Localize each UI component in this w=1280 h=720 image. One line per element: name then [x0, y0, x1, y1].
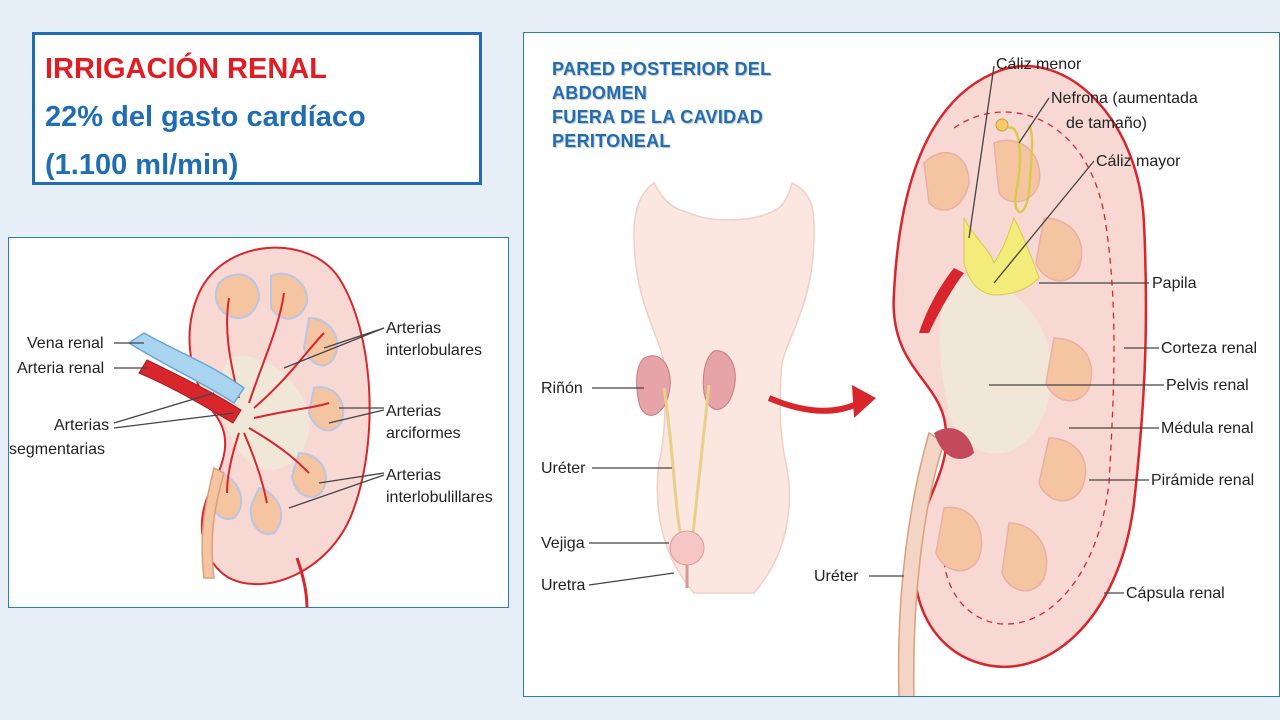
label-uretra: Uretra	[541, 577, 586, 594]
label-vena-renal: Vena renal	[27, 335, 104, 352]
label-papila: Papila	[1152, 275, 1197, 292]
renal-vasculature-diagram: Vena renal Arteria renal Arterias segmen…	[9, 246, 493, 607]
zoom-arrow	[767, 395, 861, 414]
label-capsula-renal: Cápsula renal	[1126, 585, 1225, 602]
renal-vein-section	[934, 428, 974, 459]
label-caliz-mayor: Cáliz mayor	[1096, 153, 1181, 170]
zoom-arrowhead	[852, 385, 876, 418]
label-ureter-kidney: Uréter	[814, 568, 859, 585]
label-pelvis-renal: Pelvis renal	[1166, 377, 1249, 394]
bladder	[669, 530, 705, 566]
label-interlobulares-2: interlobulares	[386, 342, 482, 359]
body-leader-lines	[588, 387, 675, 586]
label-nefrona-1: Nefrona (aumentada	[1051, 90, 1198, 107]
renal-cortex-boundary	[942, 111, 1115, 625]
label-arteria-renal: Arteria renal	[17, 360, 104, 377]
renal-artery	[138, 359, 242, 424]
small-kidney-right	[702, 350, 736, 410]
kidney-leader-lines	[869, 65, 1164, 594]
label-interlobulillares-2: interlobulillares	[386, 489, 493, 506]
renal-vein	[127, 332, 246, 405]
label-arciformes-2: arciformes	[386, 425, 461, 442]
kidney-anatomy-diagram: Riñón Uréter Vejiga Uretra	[541, 56, 1257, 696]
nephron-glomerulus	[995, 118, 1009, 132]
renal-pelvis	[939, 276, 1052, 454]
leader-lines	[113, 327, 385, 509]
small-ureters	[662, 384, 711, 544]
label-piramide-renal: Pirámide renal	[1151, 472, 1254, 489]
label-corteza-renal: Corteza renal	[1161, 340, 1257, 357]
title-box: IRRIGACIÓN RENAL 22% del gasto cardíaco …	[32, 32, 482, 185]
renal-sinus	[220, 356, 310, 470]
label-caliz-menor: Cáliz menor	[996, 56, 1082, 73]
label-interlobulillares-1: Arterias	[386, 467, 441, 484]
label-interlobulares-1: Arterias	[386, 320, 441, 337]
title-line-2: 22% del gasto cardíaco	[45, 101, 366, 133]
label-arterias-segmentarias-2: segmentarias	[9, 441, 105, 458]
kidney-anatomy-panel: PARED POSTERIOR DEL ABDOMEN FUERA DE LA …	[523, 32, 1280, 697]
nephron-tubule	[1007, 124, 1034, 214]
small-kidney-left	[636, 355, 671, 416]
label-ureter-body: Uréter	[541, 460, 586, 477]
caption-line-2: ABDOMEN	[552, 83, 648, 103]
calyces	[963, 216, 1040, 296]
location-caption: PARED POSTERIOR DEL ABDOMEN FUERA DE LA …	[552, 57, 771, 153]
ureter-artery	[295, 557, 309, 607]
label-medula-renal: Médula renal	[1161, 420, 1254, 437]
label-arciformes-1: Arterias	[386, 403, 441, 420]
caption-line-1: PARED POSTERIOR DEL	[552, 59, 772, 79]
title-line-3: (1.100 ml/min)	[45, 149, 239, 181]
label-vejiga: Vejiga	[541, 535, 585, 552]
renal-pyramids	[923, 139, 1093, 592]
label-rinon: Riñón	[541, 380, 583, 397]
caption-line-3: FUERA DE LA CAVIDAD	[552, 107, 764, 127]
renal-vasculature-panel: Vena renal Arteria renal Arterias segmen…	[8, 237, 509, 608]
renal-artery-section	[919, 268, 964, 333]
ureter-left	[201, 466, 225, 579]
label-arterias-segmentarias-1: Arterias	[54, 417, 109, 434]
kidney-ureter	[897, 431, 945, 696]
label-nefrona-2: de tamaño)	[1066, 115, 1147, 132]
title-line-1: IRRIGACIÓN RENAL	[45, 53, 327, 85]
caption-line-4: PERITONEAL	[552, 131, 671, 151]
